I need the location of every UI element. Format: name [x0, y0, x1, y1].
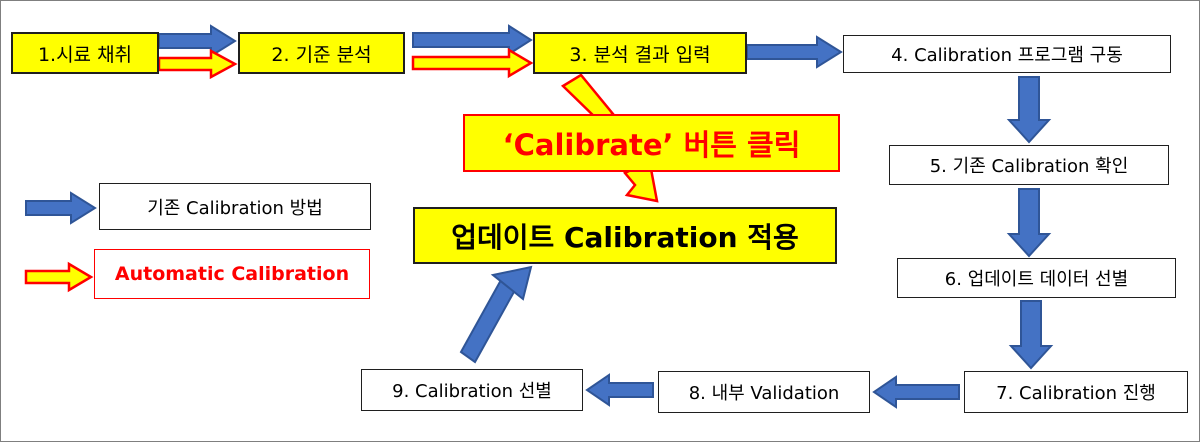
arrow-9-to-update-blue-head: [490, 265, 533, 301]
legend-automatic-label: Automatic Calibration: [114, 263, 350, 285]
arrow-7-to-8-blue: [872, 375, 960, 409]
arrow-5-to-6-blue: [1006, 188, 1052, 258]
arrow-3-to-4-blue: [746, 35, 843, 69]
step-3-box: 3. 분석 결과 입력: [533, 32, 747, 74]
arrow-4-to-5-blue: [1006, 76, 1052, 144]
arrow-9-to-update-blue-body: [459, 278, 517, 364]
step-2-label: 2. 기준 분석: [271, 43, 372, 66]
step-6-label: 6. 업데이트 데이터 선별: [944, 269, 1129, 290]
step-3-label: 3. 분석 결과 입력: [569, 43, 711, 66]
step-5-label: 5. 기존 Calibration 확인: [929, 156, 1129, 177]
apply-update-label: 업데이트 Calibration 적용: [451, 220, 799, 254]
arrow-8-to-9-blue: [585, 373, 654, 407]
step-7-box: 7. Calibration 진행: [964, 371, 1188, 413]
step-4-label: 4. Calibration 프로그램 구동: [891, 45, 1123, 66]
legend-existing-label: 기존 Calibration 방법: [147, 197, 323, 219]
calibrate-click-label: ‘Calibrate’ 버튼 클릭: [502, 128, 801, 162]
step-9-label: 9. Calibration 선별: [392, 381, 552, 402]
legend-existing-method: 기존 Calibration 방법: [99, 183, 371, 230]
arrow-2-to-3-auto: [411, 47, 534, 79]
legend-auto-arrow: [24, 261, 94, 293]
arrow-1-to-2-blue: [158, 24, 237, 58]
arrow-6-to-7-blue: [1008, 300, 1054, 370]
apply-update-callout: 업데이트 Calibration 적용: [413, 207, 837, 264]
arrow-calibrate-down-auto: [623, 165, 659, 203]
arrow-2-to-3-blue: [412, 24, 533, 56]
legend-automatic: Automatic Calibration: [94, 249, 370, 299]
step-9-box: 9. Calibration 선별: [361, 369, 583, 411]
step-8-box: 8. 내부 Validation: [658, 371, 870, 413]
step-1-box: 1.시료 채취: [11, 32, 159, 74]
calibrate-click-callout: ‘Calibrate’ 버튼 클릭: [463, 114, 840, 172]
step-6-box: 6. 업데이트 데이터 선별: [897, 258, 1176, 298]
step-4-box: 4. Calibration 프로그램 구동: [843, 35, 1171, 73]
step-8-label: 8. 내부 Validation: [688, 383, 840, 404]
arrow-1-to-2-auto: [157, 48, 238, 80]
legend-blue-arrow: [25, 191, 97, 225]
step-7-label: 7. Calibration 진행: [996, 383, 1156, 404]
step-2-box: 2. 기준 분석: [238, 32, 405, 74]
step-5-box: 5. 기존 Calibration 확인: [889, 145, 1169, 185]
step-1-label: 1.시료 채취: [37, 43, 133, 66]
